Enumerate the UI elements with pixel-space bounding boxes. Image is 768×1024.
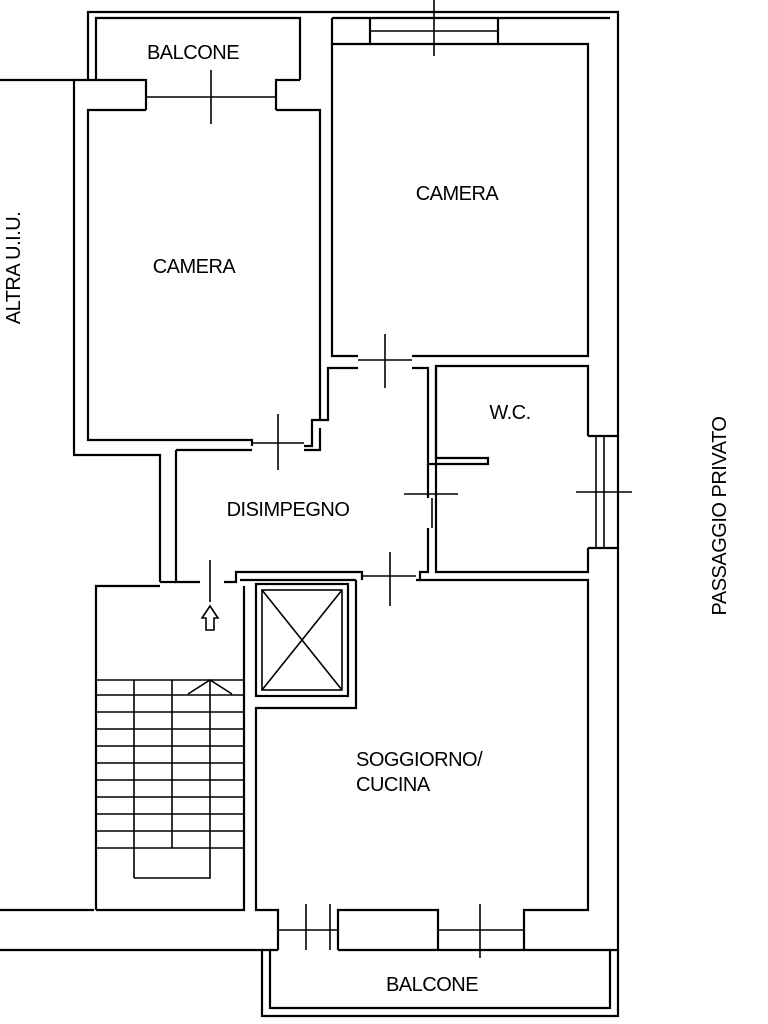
label-camera-right: CAMERA: [416, 183, 500, 205]
label-soggiorno-2: CUCINA: [356, 774, 431, 796]
label-passaggio-privato: PASSAGGIO PRIVATO: [709, 417, 731, 616]
living-walls: [254, 578, 590, 958]
hallway-walls: [160, 364, 590, 606]
right-bedroom-walls: [330, 0, 590, 388]
left-bedroom-walls: [74, 70, 322, 470]
staircase-icon: [94, 584, 246, 912]
outer-walls: [0, 10, 620, 1018]
label-soggiorno-1: SOGGIORNO/: [356, 749, 483, 771]
label-disimpegno: DISIMPEGNO: [227, 499, 350, 521]
label-altra-uiu: ALTRA U.I.U.: [3, 212, 25, 325]
entrance-arrow-icon: [200, 604, 220, 631]
label-balcone-top: BALCONE: [147, 42, 239, 64]
label-balcone-bottom: BALCONE: [386, 974, 478, 996]
label-wc: W.C.: [489, 402, 530, 424]
wc-walls: [434, 366, 632, 574]
label-camera-left: CAMERA: [153, 256, 237, 278]
shaft-cross-icon: [254, 582, 350, 698]
